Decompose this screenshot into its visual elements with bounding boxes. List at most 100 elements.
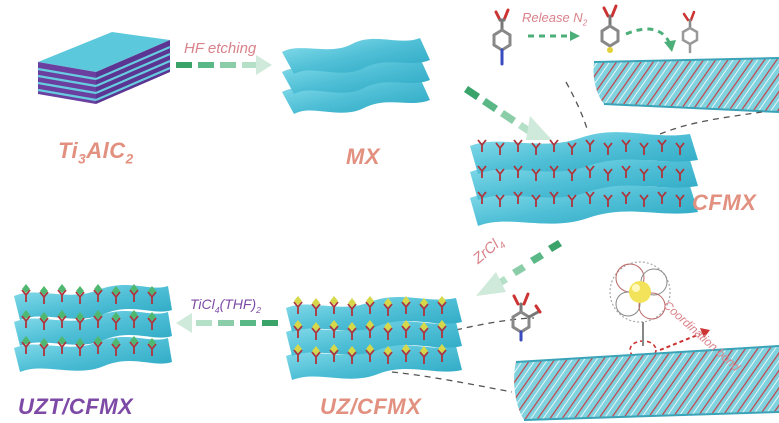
linker-glyph: [57, 336, 67, 354]
linker-glyph: [419, 322, 429, 340]
linker-glyph: [365, 344, 375, 362]
uz-cfmx-sheets: [286, 296, 462, 380]
linker-glyph: [639, 168, 649, 181]
linker-glyph: [311, 322, 321, 340]
linker-glyph: [147, 312, 157, 330]
linker-glyph: [111, 312, 121, 330]
linker-glyph: [39, 338, 49, 356]
linker-glyph: [419, 298, 429, 316]
linker-glyph: [21, 336, 31, 354]
linker-glyph: [293, 344, 303, 362]
linker-glyph: [111, 286, 121, 304]
release-n2-label: Release N2: [522, 10, 588, 28]
linker-glyph: [513, 191, 523, 204]
linker-glyph: [129, 336, 139, 354]
linker-glyph: [311, 298, 321, 316]
linker-glyph: [477, 165, 487, 178]
linker-glyph: [585, 191, 595, 204]
linker-glyph: [401, 344, 411, 362]
linker-glyph: [603, 168, 613, 181]
linker-glyph: [603, 194, 613, 207]
linker-glyph: [21, 310, 31, 328]
linker-glyph: [383, 298, 393, 316]
linker-glyph: [93, 336, 103, 354]
linker-glyph: [621, 165, 631, 178]
linker-glyph: [329, 296, 339, 314]
linker-glyph: [383, 322, 393, 340]
grafted-molecule: [681, 10, 699, 54]
uzt-cfmx-label: UZT/CFMX: [18, 394, 134, 419]
linker-glyph: [383, 346, 393, 364]
linker-glyph: [549, 139, 559, 152]
linker-glyph: [675, 194, 685, 207]
linker-glyph: [549, 191, 559, 204]
linker-glyph: [513, 139, 523, 152]
linker-glyph: [57, 310, 67, 328]
linker-glyph: [567, 194, 577, 207]
linker-glyph: [401, 320, 411, 338]
linker-glyph: [531, 194, 541, 207]
ticl4-arrow: [176, 313, 278, 333]
linker-glyph: [585, 165, 595, 178]
linker-glyph: [365, 320, 375, 338]
linker-glyph: [147, 286, 157, 304]
linker-glyph: [21, 284, 31, 302]
linker-glyph: [495, 168, 505, 181]
linker-glyph: [311, 346, 321, 364]
ti3alc2-label: Ti3AlC2: [58, 138, 134, 167]
linker-glyph: [657, 191, 667, 204]
aryl-radical-molecule: [600, 4, 620, 53]
linker-glyph: [531, 142, 541, 155]
linker-glyph: [639, 142, 649, 155]
linker-glyph: [657, 165, 667, 178]
linker-glyph: [621, 139, 631, 152]
linker-glyph: [347, 298, 357, 316]
linker-glyph: [495, 142, 505, 155]
linker-glyph: [567, 168, 577, 181]
linker-glyph: [147, 338, 157, 356]
release-dashed-arrow: [528, 31, 580, 41]
cfmx-label: CFMX: [692, 190, 757, 215]
linker-glyph: [603, 142, 613, 155]
linker-glyph: [639, 194, 649, 207]
mxene-surface-top: [593, 57, 779, 113]
linker-glyph: [657, 139, 667, 152]
linker-glyph: [495, 194, 505, 207]
cfmx-sheets: [470, 132, 698, 226]
linker-glyph: [419, 346, 429, 364]
linker-glyph: [567, 142, 577, 155]
linker-glyph: [93, 310, 103, 328]
linker-glyph: [675, 142, 685, 155]
mxene-surface-bottom: [514, 345, 779, 421]
linker-glyph: [531, 168, 541, 181]
linker-glyph: [437, 320, 447, 338]
ticl4-thf2-label: TiCl4(THF)2: [190, 296, 261, 315]
diazonium-molecule: [492, 8, 512, 66]
linker-glyph: [75, 312, 85, 330]
linker-glyph: [75, 286, 85, 304]
mof-cluster: [609, 261, 710, 360]
linker-glyph: [129, 310, 139, 328]
linker-glyph: [129, 284, 139, 302]
linker-glyph: [293, 320, 303, 338]
linker-glyph: [401, 296, 411, 314]
zrcl4-arrow: [476, 240, 562, 296]
linker-glyph: [585, 139, 595, 152]
linker-glyph: [365, 296, 375, 314]
linker-glyph: [347, 322, 357, 340]
linker-glyph: [329, 344, 339, 362]
linker-glyph: [549, 165, 559, 178]
linker-glyph: [39, 312, 49, 330]
linker-glyph: [675, 168, 685, 181]
linker-glyph: [293, 296, 303, 314]
mx-sheets: [282, 38, 430, 114]
linker-glyph: [437, 344, 447, 362]
linker-glyph: [93, 284, 103, 302]
linker-glyph: [621, 191, 631, 204]
mx-to-cfmx-arrow: [464, 86, 552, 140]
linker-molecule: [511, 292, 542, 342]
linker-glyph: [57, 284, 67, 302]
ti3alc2-block: [37, 32, 171, 104]
linker-glyph: [39, 286, 49, 304]
linker-glyph: [111, 338, 121, 356]
